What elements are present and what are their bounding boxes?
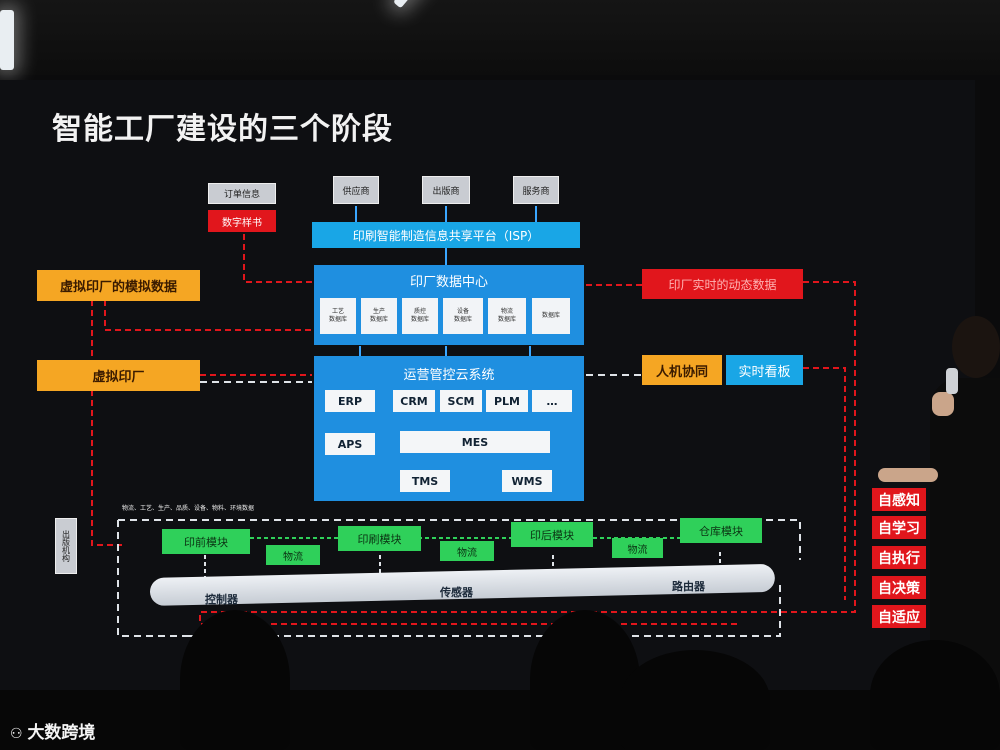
feature-self-executing: 自执行 — [872, 546, 926, 569]
mes-module: MES — [400, 431, 550, 453]
data-tile-quality: 质控数据库 — [402, 298, 438, 334]
logistics-box-2: 物流 — [440, 541, 494, 561]
feature-self-deciding: 自决策 — [872, 576, 926, 599]
white-link-left-bottom — [117, 520, 188, 637]
data-tile-production: 生产数据库 — [361, 298, 397, 334]
realtime-data-box: 印厂实时的动态数据 — [642, 269, 803, 299]
aps-module: APS — [325, 433, 375, 455]
watermark-logo-icon: ⚇ — [10, 726, 28, 742]
logistics-box-1: 物流 — [266, 545, 320, 565]
digital-sample-box: 数字样书 — [208, 210, 276, 232]
supplier-box: 供应商 — [333, 176, 379, 204]
speaker-hand-mic — [932, 392, 954, 416]
router-label: 路由器 — [672, 580, 705, 593]
audience-head-3 — [620, 650, 770, 750]
virtual-factory-data-box: 虚拟印厂的模拟数据 — [37, 270, 200, 301]
ceiling-light-left — [0, 10, 14, 70]
tms-module: TMS — [400, 470, 450, 492]
feature-self-adapting: 自适应 — [872, 605, 926, 628]
printing-module: 印刷模块 — [338, 526, 421, 551]
data-tile-equipment: 设备数据库 — [443, 298, 483, 334]
speaker-hand — [878, 468, 938, 482]
white-link-top — [118, 519, 801, 560]
more-module: … — [532, 390, 572, 412]
virtual-factory-box: 虚拟印厂 — [37, 360, 200, 391]
erp-module: ERP — [325, 390, 375, 412]
speaker-head — [952, 316, 1000, 378]
logistics-data-note: 物流、工艺、生产、品质、设备、物料、环境数据 — [122, 505, 255, 512]
sensor-label: 传感器 — [440, 586, 473, 599]
human-machine-box: 人机协同 — [642, 355, 722, 385]
plm-module: PLM — [486, 390, 528, 412]
data-tile-logistics: 物流数据库 — [488, 298, 526, 334]
slide-title: 智能工厂建设的三个阶段 — [52, 112, 393, 147]
red-link-sample-isp — [243, 234, 312, 283]
logistics-box-3: 物流 — [612, 538, 663, 558]
publisher-org-vertical: 出版机构 — [55, 518, 77, 574]
feature-self-learning: 自学习 — [872, 516, 926, 539]
feature-self-sensing: 自感知 — [872, 488, 926, 511]
publisher-box: 出版商 — [422, 176, 470, 204]
scm-module: SCM — [440, 390, 482, 412]
realtime-board-box: 实时看板 — [726, 355, 803, 385]
warehouse-module: 仓库模块 — [680, 518, 762, 543]
audience-head-4 — [870, 640, 1000, 750]
data-tile-other: 数据库 — [532, 298, 570, 334]
floor — [0, 690, 1000, 750]
data-tile-process: 工艺数据库 — [320, 298, 356, 334]
data-center-title: 印厂数据中心 — [409, 275, 488, 290]
crm-module: CRM — [393, 390, 435, 412]
ceiling — [0, 0, 1000, 75]
red-link-virtual-data — [104, 300, 312, 331]
red-link-board — [803, 367, 846, 600]
microphone-icon — [946, 368, 958, 394]
red-link-left-vert — [91, 300, 122, 546]
order-info-box: 订单信息 — [208, 183, 276, 204]
wms-module: WMS — [502, 470, 552, 492]
audience-head-1 — [180, 610, 290, 750]
postpress-module: 印后模块 — [511, 522, 593, 547]
ops-cloud-title: 运营管控云系统 — [403, 368, 495, 383]
service-box: 服务商 — [513, 176, 559, 204]
watermark: ⚇ 大数跨境 — [10, 723, 96, 743]
red-link-right-loop — [199, 281, 856, 625]
white-link-bottom — [188, 580, 781, 637]
isp-platform-bar: 印刷智能制造信息共享平台（ISP） — [312, 222, 580, 248]
prepress-module: 印前模块 — [162, 529, 250, 554]
controller-label: 控制器 — [205, 593, 238, 606]
